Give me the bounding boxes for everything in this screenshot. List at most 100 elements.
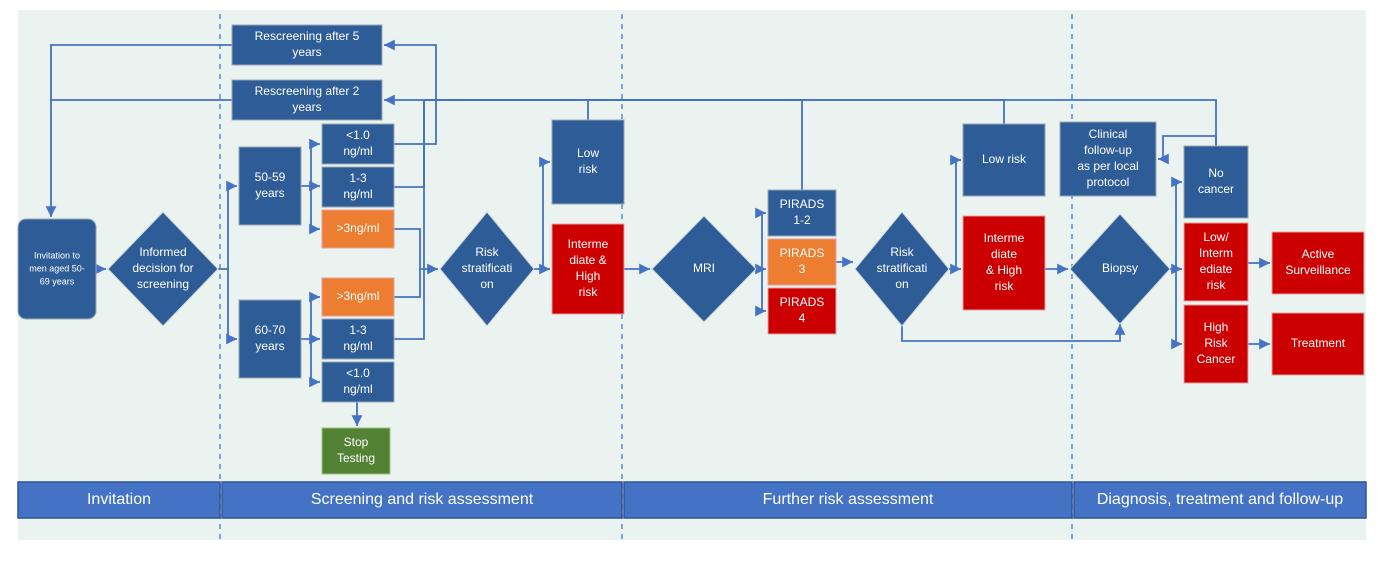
lane-screening[interactable]: Screening and risk assessment	[221, 481, 623, 519]
node-label-line: risk	[579, 162, 599, 176]
lane-band-label: Invitation	[87, 491, 151, 508]
node-label-line: risk	[995, 279, 1015, 293]
lane-diagnosis[interactable]: Diagnosis, treatment and follow-up	[1073, 481, 1367, 519]
shape-rect	[551, 119, 625, 205]
connectors-layer	[45, 39, 1270, 426]
node-psa-1-3-b[interactable]: 1-3 ng/ml	[321, 318, 395, 360]
shape-rect	[1271, 312, 1365, 376]
node-label-line: Interm	[1199, 246, 1233, 260]
connector-age-60-to-psa-over-3	[301, 291, 320, 340]
node-label-line: <1.0	[346, 128, 370, 142]
node-label-line: Risk	[1204, 336, 1228, 350]
node-label-line: 4	[799, 311, 806, 325]
node-label-line: ng/ml	[343, 382, 372, 396]
connector-risk-stratification-1-to-low-risk	[534, 156, 550, 270]
node-label-line: 1-3	[349, 323, 367, 337]
node-label-line: 1-2	[793, 213, 811, 227]
shape-rect	[551, 223, 625, 315]
shape-rect	[1059, 121, 1157, 197]
node-psa-over-3-b[interactable]: >3ng/ml	[321, 277, 395, 317]
lane-band-rect	[1073, 481, 1367, 519]
shape-diamond	[439, 211, 535, 327]
shape-rect	[1183, 145, 1249, 219]
node-label-line: Low/	[1203, 230, 1229, 244]
lane-further[interactable]: Further risk assessment	[623, 481, 1073, 519]
shape-roundrect	[17, 218, 97, 320]
shape-rect	[321, 318, 395, 360]
node-label-line: Informed	[139, 245, 186, 259]
node-label-line: >3ng/ml	[336, 221, 379, 235]
node-psa-under-1-b[interactable]: <1.0ng/ml	[321, 361, 395, 403]
lane-invitation[interactable]: Invitation	[17, 481, 221, 519]
node-label-line: Surveillance	[1285, 263, 1351, 277]
shape-rect	[321, 209, 395, 249]
node-pirads-1-2[interactable]: PIRADS 1-2	[767, 189, 837, 237]
node-label-line: on	[895, 277, 908, 291]
lane-band-rect	[623, 481, 1073, 519]
node-label-line: on	[480, 277, 493, 291]
node-pirads-4[interactable]: PIRADS 4	[767, 287, 837, 335]
node-label-line: PIRADS	[780, 295, 825, 309]
shape-rect	[767, 238, 837, 286]
connector-informed-decision-to-age-60	[226, 269, 237, 345]
shape-rect	[767, 189, 837, 237]
connector-rescreening-5-to-invitation	[45, 44, 232, 217]
lane-band-label: Diagnosis, treatment and follow-up	[1097, 491, 1343, 508]
node-label-line: stratificati	[877, 261, 928, 275]
node-label-line: PIRADS	[780, 197, 825, 211]
node-age-60-70[interactable]: 60-70 years	[238, 299, 302, 379]
shape-rect	[238, 299, 302, 379]
shape-rect	[321, 277, 395, 317]
node-label-line: Risk	[475, 245, 499, 259]
node-label-line: Low	[577, 146, 599, 160]
connector-psa-1-3-b-to-rescreening-2	[394, 100, 425, 340]
node-label-line: risk	[579, 285, 599, 299]
node-psa-under-1-a[interactable]: <1.0ng/ml	[321, 123, 395, 165]
node-label-line: Interme	[568, 237, 609, 251]
node-label-line: ng/ml	[343, 339, 372, 353]
node-mri[interactable]: MRI	[651, 215, 757, 323]
connector-pirads-4-to-biopsy	[901, 324, 1126, 342]
node-label-line: 60-70	[255, 323, 286, 337]
node-label-line: Interme	[984, 231, 1025, 245]
node-label-line: years	[255, 339, 284, 353]
node-label-line: Testing	[337, 451, 375, 465]
node-low-risk-2[interactable]: Low risk	[962, 123, 1046, 197]
node-biopsy[interactable]: Biopsy	[1069, 213, 1171, 325]
shape-rect	[767, 287, 837, 335]
shape-diamond	[1069, 213, 1171, 325]
node-risk-stratification-2[interactable]: Risk stratificati on	[854, 211, 950, 327]
node-label-line: No	[1208, 166, 1224, 180]
shape-rect	[238, 146, 302, 226]
node-label-line: ng/ml	[343, 187, 372, 201]
node-treatment[interactable]: Treatment	[1271, 312, 1365, 376]
node-low-risk-1[interactable]: Low risk	[551, 119, 625, 205]
node-psa-1-3-a[interactable]: 1-3ng/ml	[321, 166, 395, 208]
shape-rect	[231, 24, 383, 66]
node-label-line: Rescreening after 2	[255, 84, 360, 98]
node-label-line: Treatment	[1291, 336, 1346, 350]
connector-no-cancer-to-rescreening-2	[424, 99, 1217, 146]
node-label-line: Risk	[890, 245, 914, 259]
node-psa-over-3-a[interactable]: >3ng/ml	[321, 209, 395, 249]
node-label-line: diate &	[569, 253, 606, 267]
node-label-line: diate	[991, 247, 1017, 261]
node-label-line: Biopsy	[1102, 261, 1138, 275]
connector-psa-over-3-a-to-risk-stratification	[394, 228, 438, 275]
